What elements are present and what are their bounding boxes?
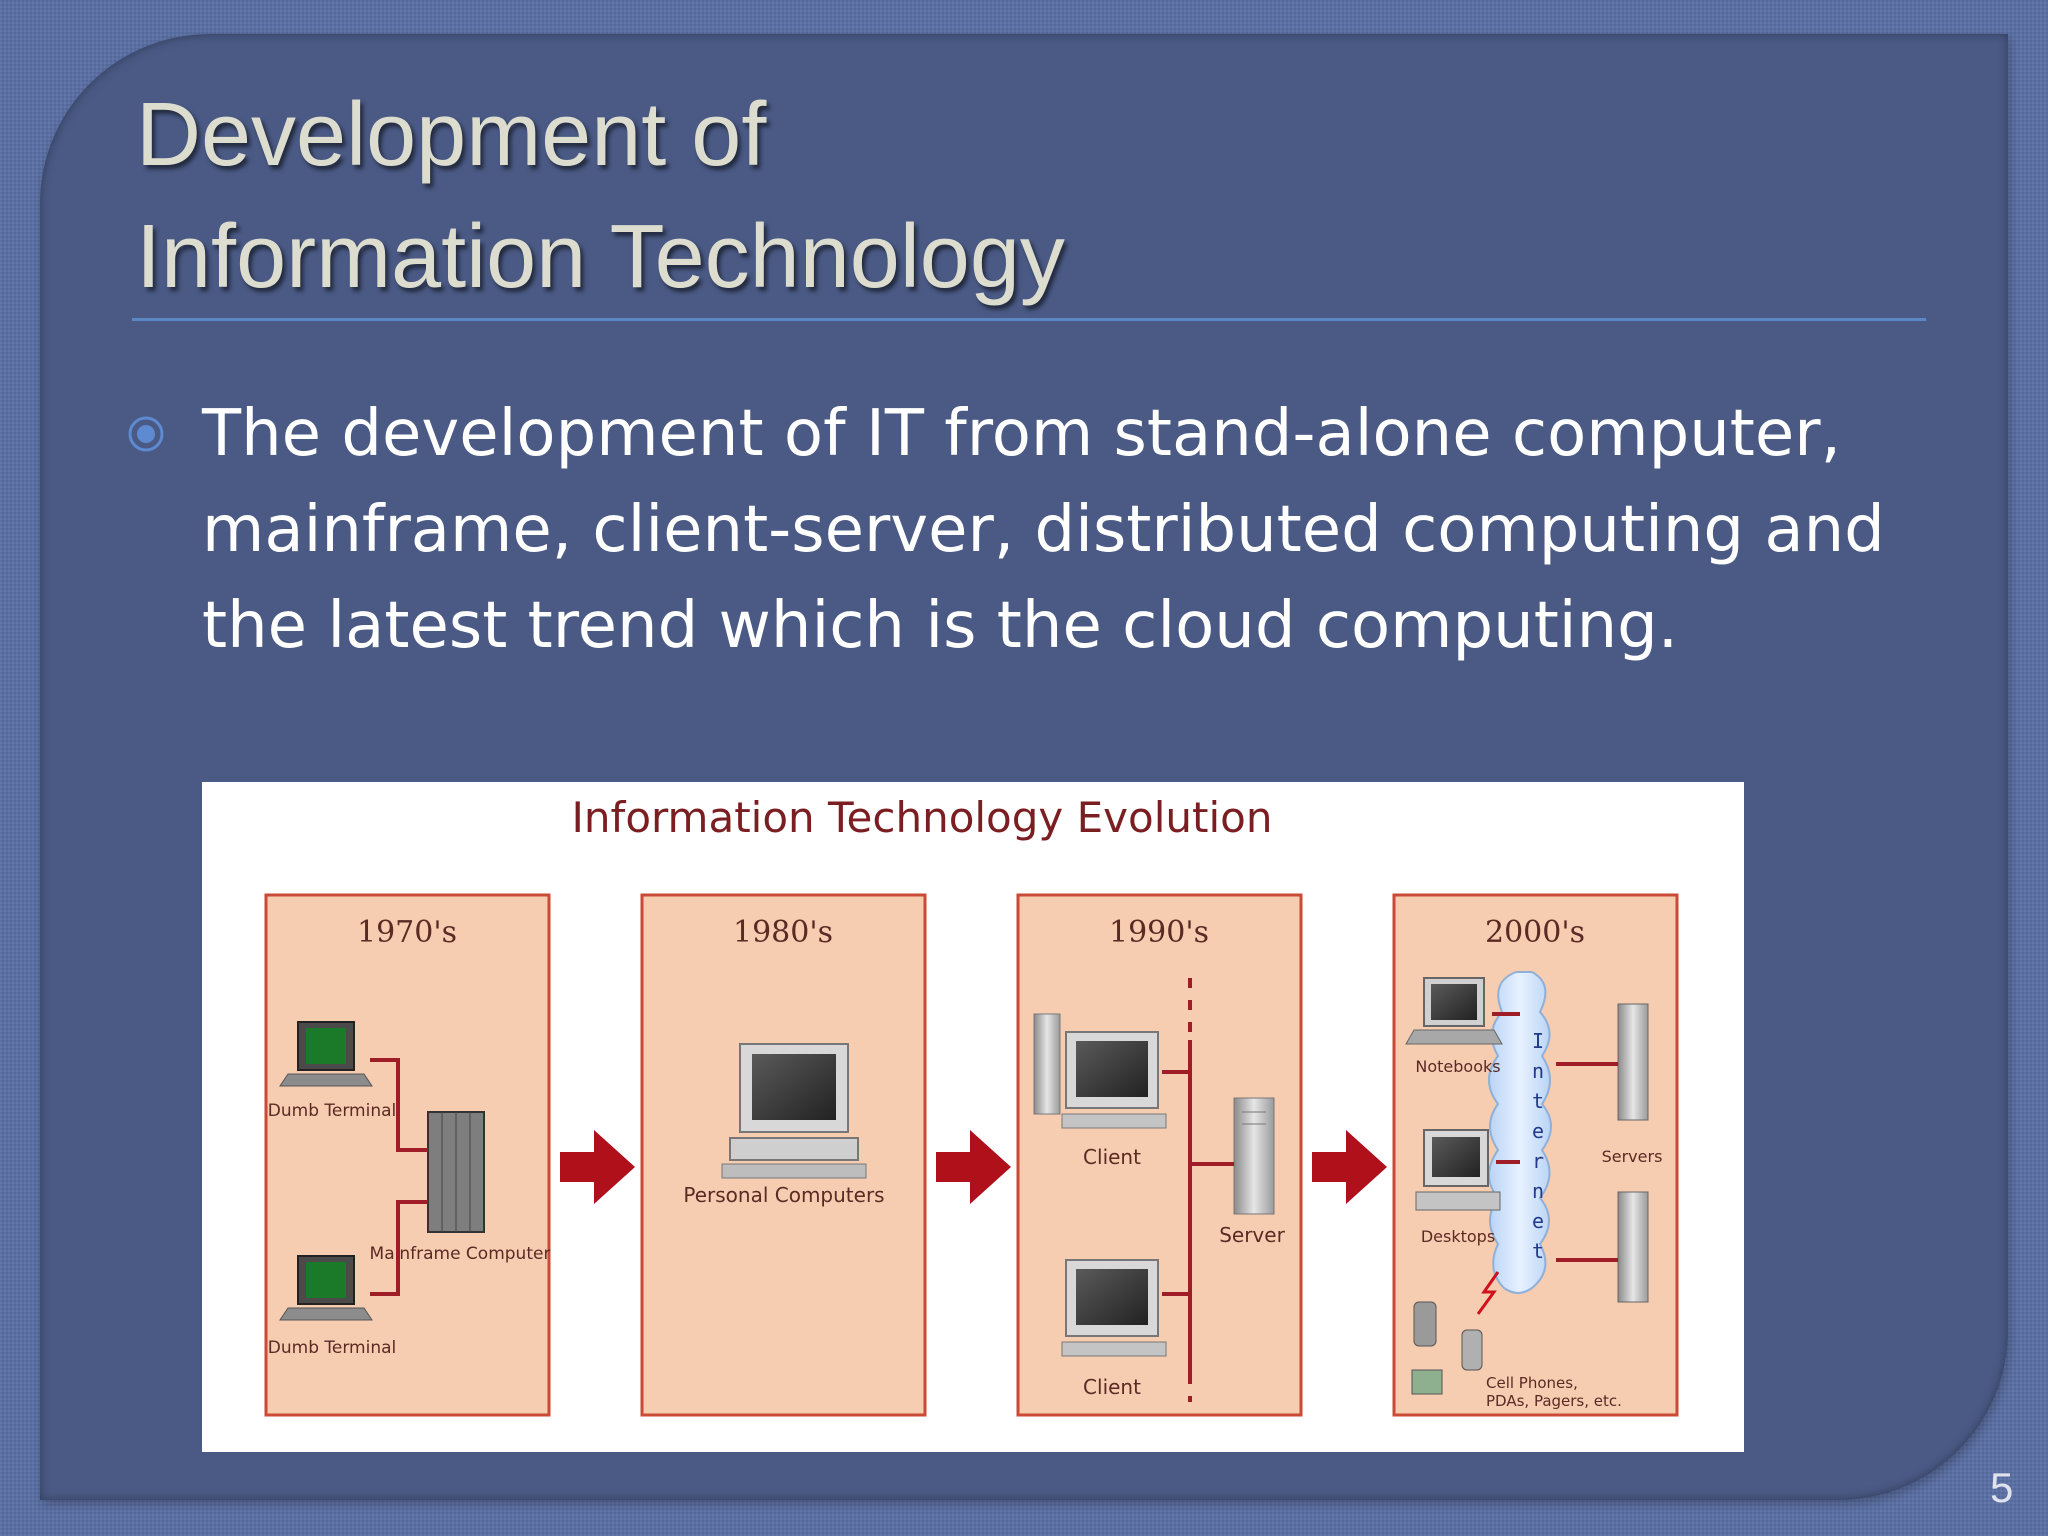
cell-phones-label: Cell Phones, xyxy=(1486,1374,1578,1392)
desktops-label: Desktops xyxy=(1421,1227,1495,1246)
bullet-text: The development of IT from stand-alone c… xyxy=(202,397,1885,663)
slide-title: Development of Information Technology xyxy=(136,74,1065,318)
decade-label-1980s: 1980's xyxy=(733,915,833,950)
notebooks-label: Notebooks xyxy=(1415,1057,1500,1076)
server-tower-icon xyxy=(1617,1003,1649,1121)
svg-text:t: t xyxy=(1532,1239,1544,1263)
it-evolution-figure: Information Technology Evolution 1970's … xyxy=(202,782,1744,1452)
svg-text:r: r xyxy=(1532,1149,1544,1173)
svg-text:e: e xyxy=(1532,1209,1544,1233)
arrow-right-icon xyxy=(936,1130,1011,1204)
client-label: Client xyxy=(1083,1375,1141,1399)
server-tower-icon xyxy=(1617,1191,1649,1303)
slide-number: 5 xyxy=(1990,1464,2014,1511)
decade-label-1970s: 1970's xyxy=(357,915,457,950)
arrow-right-icon xyxy=(1312,1130,1387,1204)
mainframe-label: Mainframe Computer xyxy=(370,1244,551,1264)
cell-phones-label-2: PDAs, Pagers, etc. xyxy=(1486,1392,1622,1410)
svg-text:I: I xyxy=(1532,1029,1544,1053)
title-line-2: Information Technology xyxy=(136,207,1065,307)
client-computer-icon xyxy=(1033,1013,1167,1129)
svg-text:t: t xyxy=(1532,1089,1544,1113)
server-tower-icon xyxy=(1233,1097,1275,1215)
client-label: Client xyxy=(1083,1145,1141,1169)
server-label: Server xyxy=(1219,1223,1285,1247)
dumb-terminal-icon xyxy=(279,1021,373,1087)
svg-text:e: e xyxy=(1532,1119,1544,1143)
personal-computers-label: Personal Computers xyxy=(683,1183,884,1207)
arrow-right-icon xyxy=(560,1130,635,1204)
figure-title: Information Technology Evolution xyxy=(572,793,1273,842)
svg-text:n: n xyxy=(1532,1179,1544,1203)
servers-label: Servers xyxy=(1602,1147,1663,1166)
mainframe-computer-icon xyxy=(427,1111,485,1233)
title-line-1: Development of xyxy=(136,85,767,185)
dumb-terminal-label: Dumb Terminal xyxy=(268,1338,396,1358)
connector-line xyxy=(370,1058,428,1152)
it-evolution-diagram: Information Technology Evolution 1970's … xyxy=(264,793,1679,1417)
notebook-icon xyxy=(1405,977,1503,1045)
cell-phone-icon xyxy=(1411,1301,1483,1395)
decade-label-1990s: 1990's xyxy=(1109,915,1209,950)
dumb-terminal-label: Dumb Terminal xyxy=(268,1101,396,1121)
svg-text:n: n xyxy=(1532,1059,1544,1083)
title-divider xyxy=(132,318,1926,321)
dumb-terminal-icon xyxy=(279,1255,373,1321)
internet-label: I n t e r n e t xyxy=(1532,1029,1544,1263)
personal-computer-icon xyxy=(721,1043,867,1179)
connector-line xyxy=(370,1200,428,1296)
wireless-signal-icon xyxy=(1476,1271,1500,1315)
internet-cloud-icon xyxy=(1488,971,1552,1294)
bullet-circle-icon xyxy=(128,416,164,452)
desktop-computer-icon xyxy=(1415,1129,1501,1211)
client-computer-icon xyxy=(1061,1259,1167,1357)
panel-1970s xyxy=(264,893,551,1417)
decade-label-2000s: 2000's xyxy=(1485,915,1585,950)
